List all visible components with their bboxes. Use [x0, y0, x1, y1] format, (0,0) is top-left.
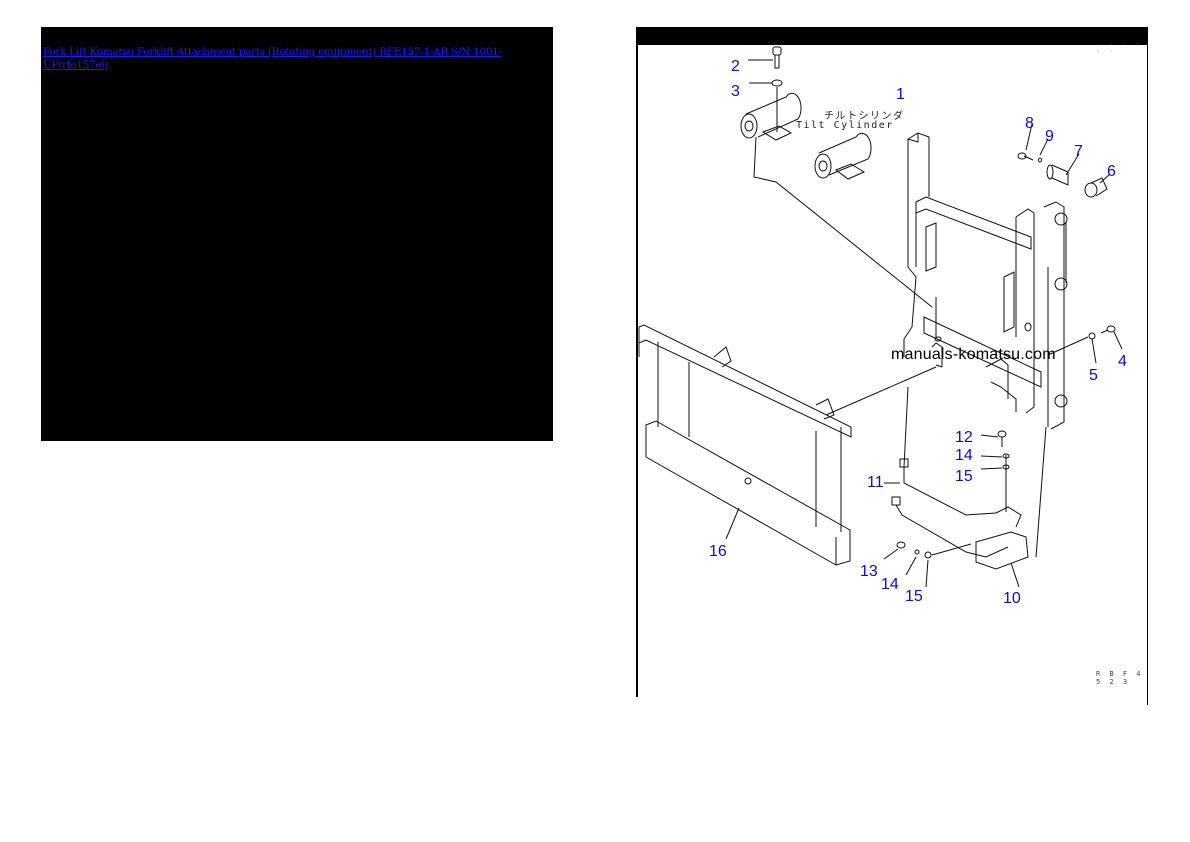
- callout-14-upper[interactable]: 14: [955, 447, 973, 464]
- callout-5[interactable]: 5: [1089, 367, 1098, 384]
- diagram-border-left: [636, 27, 638, 697]
- callout-1[interactable]: 1: [896, 86, 905, 103]
- callout-16[interactable]: 16: [709, 543, 727, 560]
- drawing-code: R B F 4 5 2 3: [1096, 670, 1144, 686]
- callout-15-upper[interactable]: 15: [955, 468, 973, 485]
- diagram-label-en: Tilt Cylinder: [796, 120, 894, 131]
- page-header-panel: Fork Lift Komatsu Forklift Attachment pa…: [41, 27, 553, 441]
- callout-3[interactable]: 3: [731, 83, 740, 100]
- callout-9[interactable]: 9: [1045, 128, 1054, 145]
- parts-diagram: · · · · · ·: [636, 27, 1148, 705]
- callout-11[interactable]: 11: [867, 474, 884, 491]
- bolt-icon: [748, 46, 782, 69]
- carriage-frame-icon: [903, 132, 1068, 430]
- callout-15-lower[interactable]: 15: [905, 588, 923, 605]
- pin-icon: [1017, 123, 1111, 198]
- breadcrumb-title-link[interactable]: Fork Lift Komatsu Forklift Attachment pa…: [43, 46, 502, 71]
- exploded-view-drawing: [638, 46, 1123, 588]
- corner-marks: · · · · · ·: [1096, 41, 1143, 55]
- callout-10[interactable]: 10: [1003, 590, 1021, 607]
- callout-13[interactable]: 13: [860, 563, 878, 580]
- callout-14-lower[interactable]: 14: [881, 576, 899, 593]
- diagram-label-jp: チルトシリンダ: [824, 111, 905, 122]
- tilt-cylinder-icon: [740, 87, 802, 141]
- hydraulic-hose-icon: [883, 386, 1047, 588]
- fork-frame-icon: [638, 324, 937, 566]
- watermark: manuals-komatsu.com: [891, 346, 1056, 363]
- callout-12[interactable]: 12: [955, 429, 973, 446]
- callout-2[interactable]: 2: [731, 58, 740, 75]
- callout-4[interactable]: 4: [1118, 353, 1127, 370]
- diagram-header-bar: [636, 27, 1148, 45]
- callout-6[interactable]: 6: [1107, 163, 1116, 180]
- diagram-border-right: [1147, 45, 1148, 705]
- callout-8[interactable]: 8: [1025, 115, 1034, 132]
- callout-7[interactable]: 7: [1074, 143, 1083, 160]
